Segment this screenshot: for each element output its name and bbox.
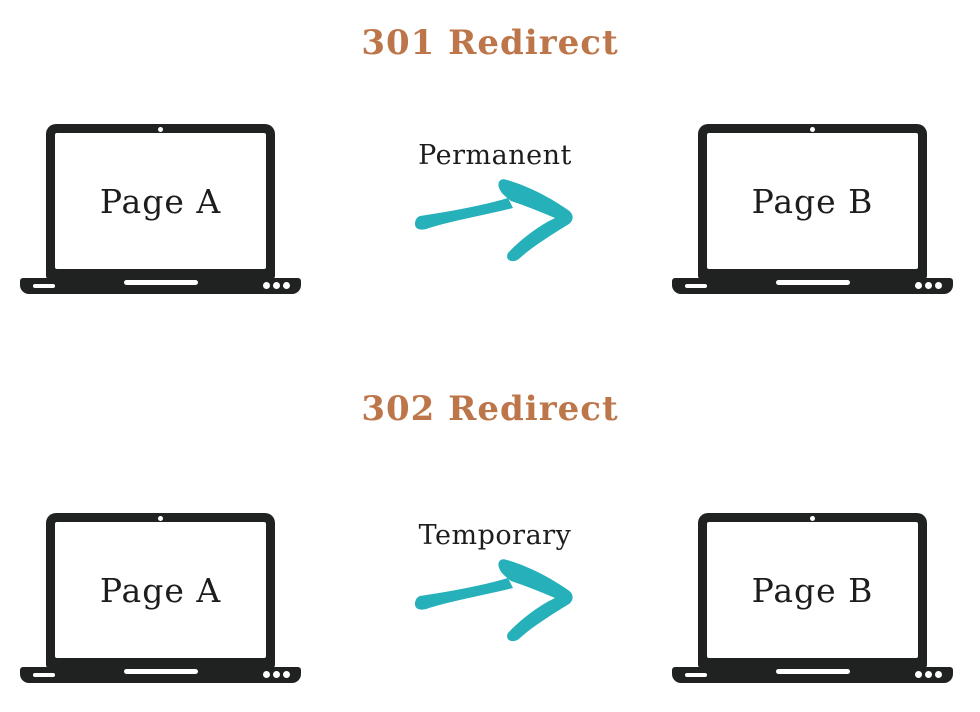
camera-dot-icon: [810, 515, 815, 521]
arrow-head: [498, 179, 573, 262]
section-title: 302 Redirect: [361, 389, 619, 429]
laptop-status-dots: [263, 282, 290, 289]
laptop-display: Page B: [707, 133, 918, 269]
page-label: Page B: [751, 181, 874, 221]
laptop-dot: [925, 671, 932, 678]
laptop-page-a: Page A: [20, 513, 301, 683]
laptop-status-dots: [915, 671, 942, 678]
laptop-base: [20, 667, 301, 683]
laptop-screen: Page B: [698, 124, 927, 279]
redirect-flow: Temporary: [390, 522, 600, 650]
laptop-dot: [263, 282, 270, 289]
camera-dot-icon: [158, 515, 163, 521]
arrow-head: [498, 559, 573, 642]
laptop-power-dash: [685, 284, 707, 288]
right-arrow-icon: [415, 559, 573, 642]
laptop-base: [672, 667, 953, 683]
laptop-status-dots: [915, 282, 942, 289]
arrow-label: Temporary: [418, 520, 572, 551]
right-arrow-icon: [415, 179, 573, 262]
laptop-display: Page A: [55, 133, 266, 269]
laptop-screen: Page B: [698, 513, 927, 668]
page-label: Page A: [99, 570, 222, 610]
arrow-tail: [415, 198, 513, 230]
laptop-display: Page B: [707, 522, 918, 658]
laptop-dot: [263, 671, 270, 678]
laptop-dot: [935, 282, 942, 289]
laptop-power-dash: [33, 284, 55, 288]
laptop-dot: [273, 282, 280, 289]
laptop-page-b: Page B: [672, 124, 953, 294]
camera-dot-icon: [810, 126, 815, 132]
laptop-dot: [915, 282, 922, 289]
camera-dot-icon: [158, 126, 163, 132]
laptop-page-a: Page A: [20, 124, 301, 294]
laptop-latch: [775, 669, 850, 674]
laptop-dot: [925, 282, 932, 289]
arrow-label: Permanent: [418, 140, 572, 171]
section-title: 301 Redirect: [361, 23, 619, 63]
laptop-page-b: Page B: [672, 513, 953, 683]
laptop-dot: [935, 671, 942, 678]
page-label: Page A: [99, 181, 222, 221]
laptop-dot: [915, 671, 922, 678]
laptop-screen: Page A: [46, 124, 275, 279]
redirect-flow: Permanent: [390, 142, 600, 270]
laptop-dot: [283, 671, 290, 678]
laptop-dot: [283, 282, 290, 289]
arrow-tail: [415, 578, 513, 610]
laptop-latch: [123, 280, 198, 285]
laptop-dot: [273, 671, 280, 678]
laptop-latch: [775, 280, 850, 285]
laptop-latch: [123, 669, 198, 674]
laptop-base: [672, 278, 953, 294]
laptop-status-dots: [263, 671, 290, 678]
laptop-power-dash: [33, 673, 55, 677]
laptop-display: Page A: [55, 522, 266, 658]
laptop-base: [20, 278, 301, 294]
laptop-screen: Page A: [46, 513, 275, 668]
laptop-power-dash: [685, 673, 707, 677]
page-label: Page B: [751, 570, 874, 610]
